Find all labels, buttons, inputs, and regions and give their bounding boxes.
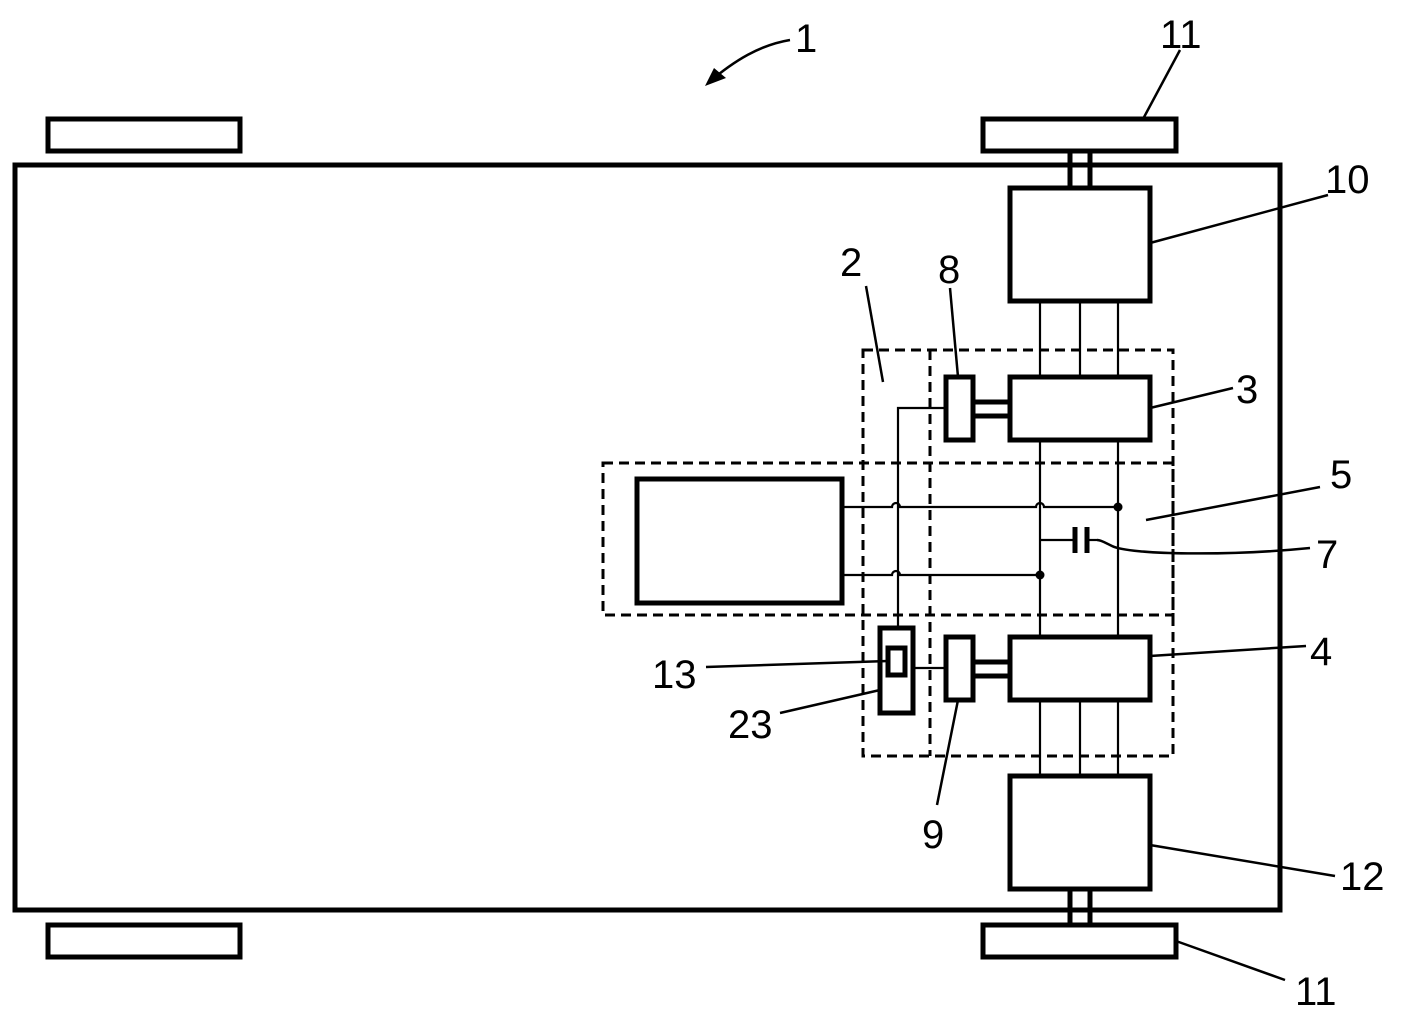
vehicle-body	[12, 162, 1283, 913]
label-5: 5	[1330, 453, 1352, 497]
dc-bus-horizontals	[842, 501, 1118, 577]
component-23	[877, 625, 916, 716]
wheel-front-bottom	[980, 922, 1179, 960]
device-8	[943, 374, 976, 443]
label-9: 9	[922, 813, 944, 857]
dashed-box-2	[861, 348, 1175, 758]
label-11-top: 11	[1160, 13, 1202, 57]
phase-lines-bottom	[1038, 700, 1120, 776]
label-3: 3	[1236, 368, 1258, 412]
wheel-rear-left	[45, 116, 243, 154]
capacitor-7	[1040, 527, 1097, 553]
vehicle-arrowhead	[705, 68, 726, 86]
label-12: 12	[1340, 855, 1385, 899]
leader-lines	[705, 49, 1336, 982]
dc-bus-verticals	[1038, 440, 1120, 637]
label-13: 13	[652, 653, 697, 697]
wheel-front-top	[980, 116, 1179, 154]
inverter-4	[1007, 634, 1153, 703]
axle-top	[1067, 151, 1093, 188]
phase-lines-top	[1038, 301, 1120, 377]
junction-dot-1	[1113, 502, 1123, 512]
coupling-8	[973, 399, 1010, 419]
label-2: 2	[840, 241, 862, 285]
signal-line-8	[896, 406, 946, 628]
coupling-9	[973, 659, 1010, 679]
label-1: 1	[795, 17, 817, 61]
element-13	[885, 645, 908, 678]
battery-pack	[634, 476, 845, 606]
wheel-rear-right	[45, 922, 243, 960]
label-10: 10	[1325, 158, 1370, 202]
label-23: 23	[728, 703, 773, 747]
inverter-3	[1007, 374, 1153, 443]
label-4: 4	[1310, 630, 1332, 674]
axle-bottom	[1067, 889, 1093, 925]
label-8: 8	[938, 248, 960, 292]
component-12	[1007, 773, 1153, 892]
label-7: 7	[1316, 533, 1338, 577]
device-9	[943, 634, 976, 703]
dashed-box-5	[601, 461, 1175, 617]
junction-dot-2	[1035, 570, 1045, 580]
component-10	[1007, 185, 1153, 304]
label-11-bottom: 11	[1295, 970, 1337, 1014]
